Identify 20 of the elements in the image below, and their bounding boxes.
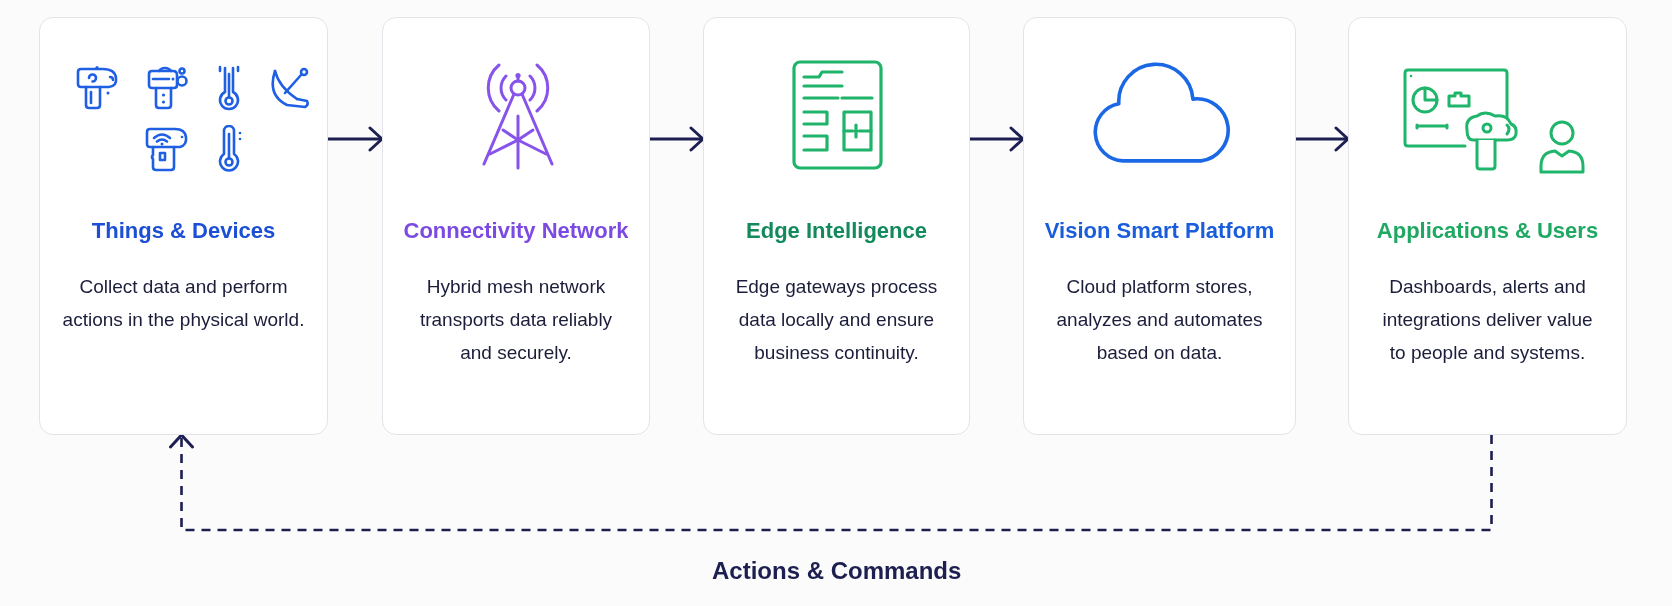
card-description: Cloud platform stores, analyzes and automates based on data. bbox=[1056, 275, 1263, 365]
stage-card bbox=[1348, 17, 1627, 435]
stage-card bbox=[1023, 17, 1296, 435]
arrow bbox=[1294, 126, 1350, 152]
arrow bbox=[968, 126, 1025, 152]
card-description: Edge gateways process data locally and ensure business continuity. bbox=[735, 275, 938, 365]
stage-card bbox=[382, 17, 650, 435]
card-title: Applications & Users bbox=[1376, 218, 1599, 244]
card-title: Connectivity Network bbox=[403, 218, 629, 244]
stage-card bbox=[39, 17, 328, 435]
card-description: Hybrid mesh network transports data reliably and securely. bbox=[419, 275, 613, 365]
dashed-arrow bbox=[169, 433, 1493, 532]
card-description: Collect data and perform actions in the physical world. bbox=[62, 275, 305, 332]
card-description: Dashboards, alerts and integrations deliver value to people and systems. bbox=[1381, 275, 1594, 365]
stage-card bbox=[703, 17, 970, 435]
card-title: Things & Devices bbox=[91, 218, 276, 244]
card-title: Edge Intelligence bbox=[746, 218, 927, 244]
arrow bbox=[326, 126, 384, 152]
arrow bbox=[648, 126, 705, 152]
card-title: Vision Smart Platform bbox=[1044, 218, 1275, 244]
